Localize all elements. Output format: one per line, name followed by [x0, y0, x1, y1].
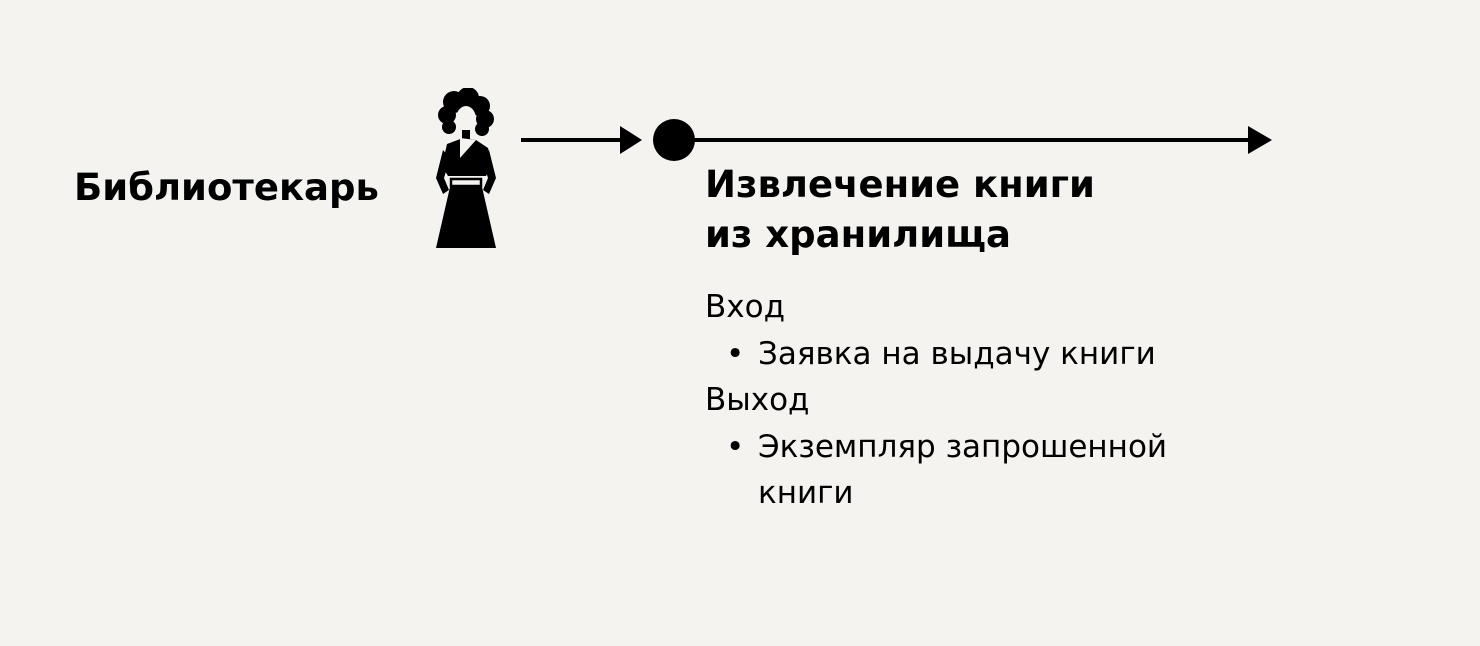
actor-label: Библиотекарь — [74, 166, 379, 209]
step-title: Извлечение книги из хранилища — [705, 160, 1095, 260]
right-arm — [482, 150, 496, 194]
output-list-item: • Экземпляр запрошенной книги — [726, 424, 1206, 516]
input-list-item: • Заявка на выдачу книги — [726, 331, 1156, 377]
output-section-label: Выход — [705, 382, 810, 418]
neck — [462, 130, 470, 140]
output-item-text: Экземпляр запрошенной книги — [758, 429, 1168, 511]
bullet: • — [726, 336, 745, 372]
step-start-dot — [653, 119, 695, 161]
skirt — [436, 187, 496, 248]
belt — [449, 177, 483, 188]
bullet: • — [726, 429, 745, 465]
actor-arrow-head — [620, 126, 642, 154]
face — [456, 106, 476, 132]
neckline — [460, 138, 476, 158]
step-title-line-2: из хранилища — [705, 213, 1012, 256]
input-item-text: Заявка на выдачу книги — [758, 336, 1156, 372]
step-title-line-1: Извлечение книги — [705, 163, 1095, 206]
timeline-arrow-head — [1248, 126, 1272, 154]
woman-figure-icon — [436, 88, 496, 248]
input-section-label: Вход — [705, 289, 786, 325]
left-arm — [436, 150, 450, 194]
hair — [438, 88, 494, 136]
bodice — [442, 138, 492, 176]
